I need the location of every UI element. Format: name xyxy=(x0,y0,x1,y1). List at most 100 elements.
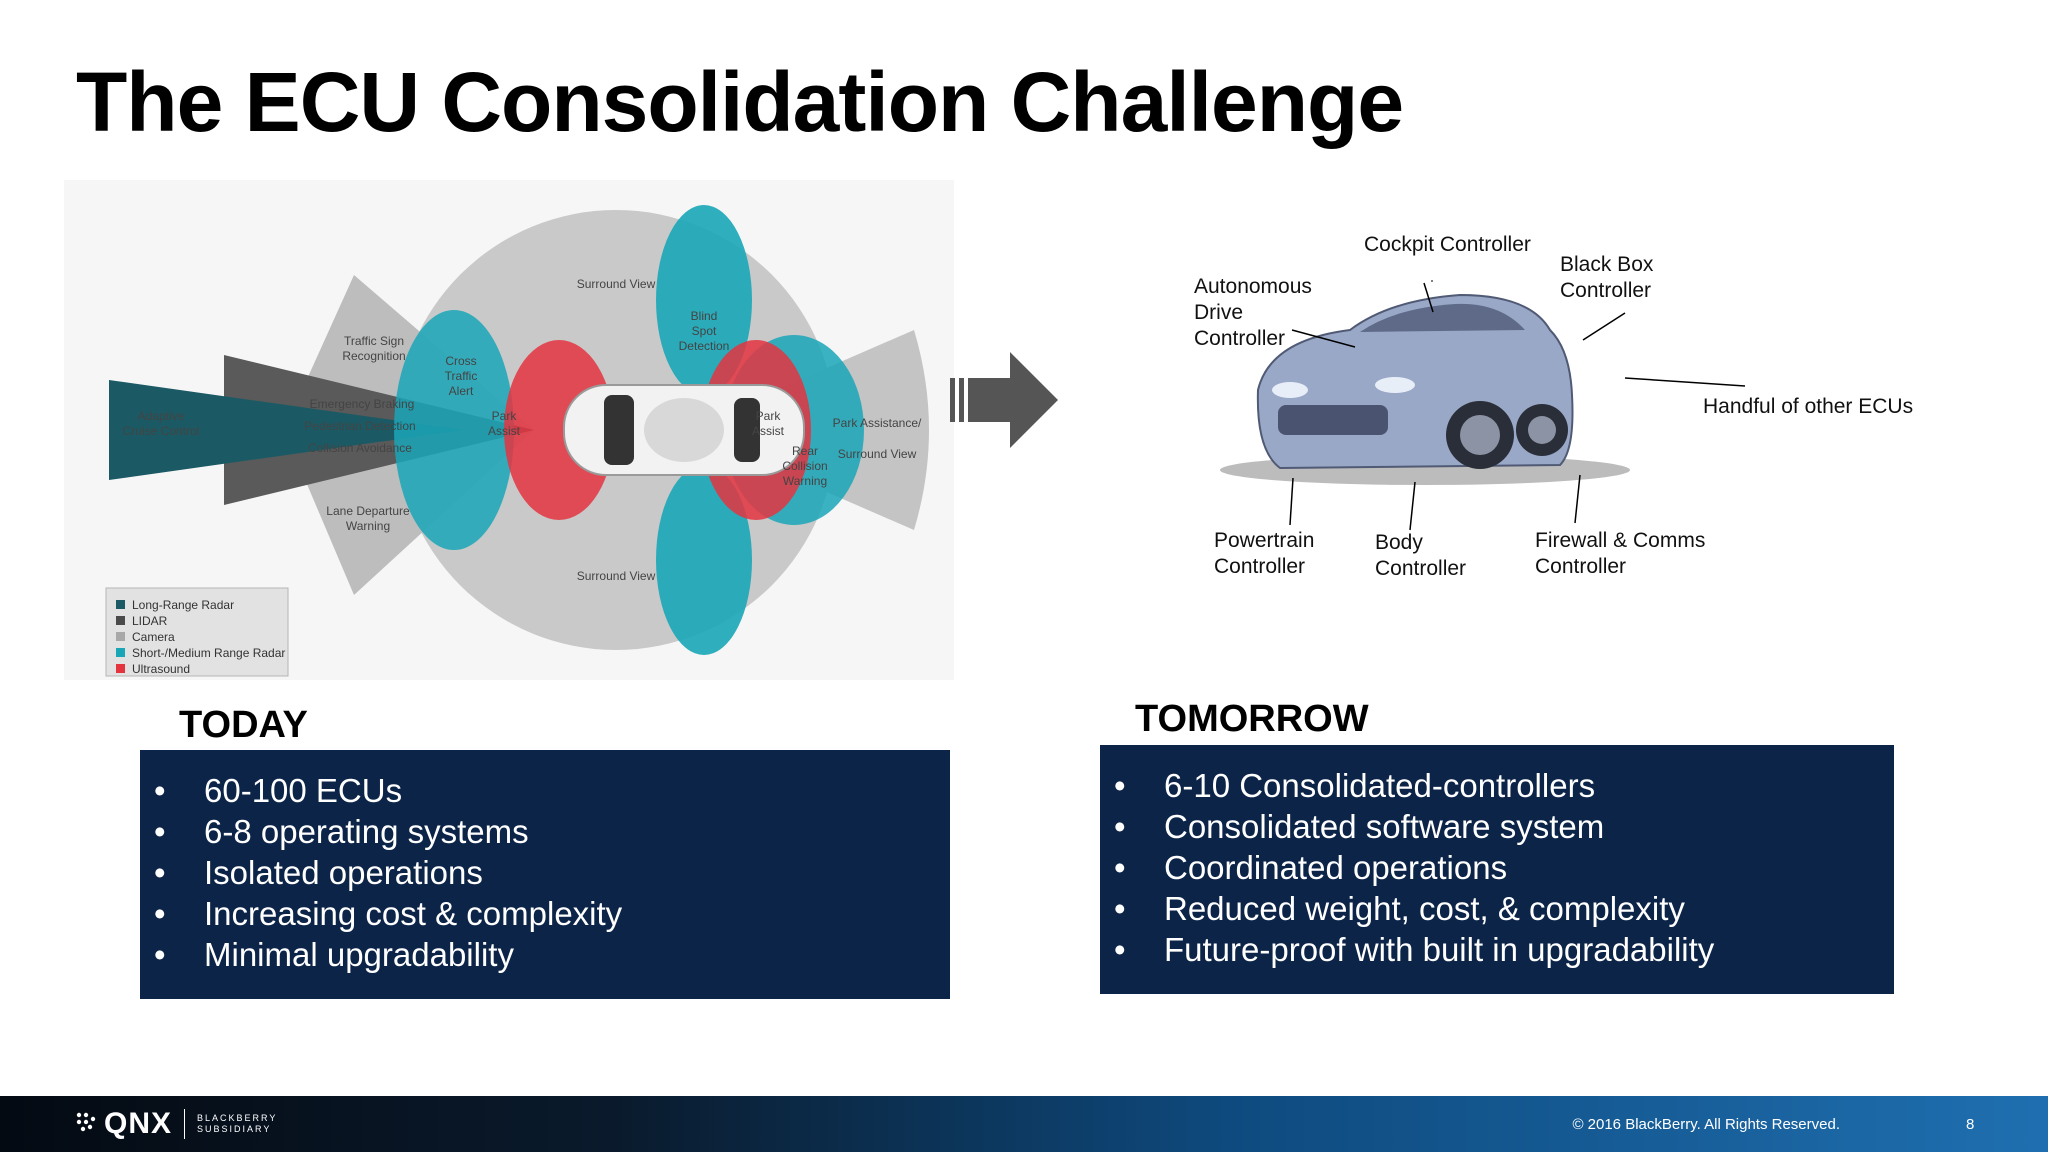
car-windows xyxy=(1360,303,1525,332)
label-black-box-controller: Black Box Controller xyxy=(1560,253,1654,302)
tomorrow-list: • 6-10 Consolidated-controllers • Consolid… xyxy=(1100,745,1894,970)
list-item-text: Minimal upgradability xyxy=(204,936,514,973)
bullet: • xyxy=(154,813,166,850)
legend-label: Ultrasound xyxy=(132,662,190,676)
logo-divider xyxy=(184,1109,186,1139)
bullet: • xyxy=(154,895,166,932)
copyright-text: © 2016 BlackBerry. All Rights Reserved. xyxy=(1572,1116,1840,1133)
park-assist-front-zone xyxy=(504,340,614,520)
page-title: The ECU Consolidation Challenge xyxy=(76,55,1404,149)
list-item: • 6-10 Consolidated-controllers xyxy=(1100,765,1894,806)
leader-cockpit xyxy=(1423,282,1434,313)
bullet: • xyxy=(154,772,166,809)
page-number: 8 xyxy=(1966,1116,1975,1133)
list-item-text: 60-100 ECUs xyxy=(204,772,403,809)
list-item: • Isolated operations xyxy=(140,852,950,893)
right-arrow-icon xyxy=(950,352,1058,448)
car-graphic xyxy=(1220,280,1746,531)
list-item-text: Increasing cost & complexity xyxy=(204,895,623,932)
list-item-text: 6-8 operating systems xyxy=(204,813,529,850)
list-item: • Increasing cost & complexity xyxy=(140,893,950,934)
zone-label-pedestrian: Pedestrian Detection xyxy=(304,419,415,433)
list-item: • Minimal upgradability xyxy=(140,934,950,975)
bullet: • xyxy=(154,854,166,891)
today-list: • 60-100 ECUs • 6-8 operating systems • Iso… xyxy=(140,750,950,975)
bullet: • xyxy=(154,936,166,973)
list-item-text: 6-10 Consolidated-controllers xyxy=(1164,767,1596,804)
list-item-text: Consolidated software system xyxy=(1164,808,1605,845)
blind-spot-zone-top xyxy=(656,205,752,395)
leader-black-box xyxy=(1582,312,1626,341)
list-item-text: Reduced weight, cost, & complexity xyxy=(1164,890,1685,927)
cross-traffic-zone xyxy=(394,310,514,550)
footer-bar: QNX BLACKBERRY SUBSIDIARY © 2016 BlackBe… xyxy=(0,1096,2048,1152)
legend-label: Long-Range Radar xyxy=(132,598,234,612)
car-rear-window xyxy=(734,398,760,462)
blackberry-dots-icon xyxy=(76,1112,96,1132)
leader-powertrain xyxy=(1289,477,1294,526)
car-roof xyxy=(644,398,724,462)
legend-label: Short-/Medium Range Radar xyxy=(132,646,285,660)
legend-swatch xyxy=(116,648,125,657)
label-autonomous-drive-controller: Autonomous Drive Controller xyxy=(1194,275,1312,350)
bullet: • xyxy=(1114,808,1126,845)
legend-label: LIDAR xyxy=(132,614,168,628)
label-powertrain-controller: Powertrain Controller xyxy=(1214,529,1315,578)
qnx-wordmark: QNX xyxy=(104,1107,173,1140)
legend-swatch xyxy=(116,632,125,641)
list-item: • Reduced weight, cost, & complexity xyxy=(1100,888,1894,929)
leader-handful xyxy=(1624,377,1746,387)
list-item: • Future-proof with built in upgradabilit… xyxy=(1100,929,1894,970)
today-heading: TODAY xyxy=(179,704,308,746)
car-grille xyxy=(1278,405,1388,435)
list-item: • Consolidated software system xyxy=(1100,806,1894,847)
tomorrow-box: • 6-10 Consolidated-controllers • Consolid… xyxy=(1100,745,1894,994)
list-item: • Coordinated operations xyxy=(1100,847,1894,888)
qnx-logo: QNX BLACKBERRY SUBSIDIARY xyxy=(76,1106,277,1142)
label-body-controller: Body Controller xyxy=(1375,531,1467,580)
label-cockpit-controller: Cockpit Controller xyxy=(1364,233,1531,256)
bullet: • xyxy=(1114,767,1126,804)
leader-body xyxy=(1409,481,1416,531)
legend-label: Camera xyxy=(132,630,175,644)
bullet: • xyxy=(1114,931,1126,968)
zone-label-collision: Collision Avoidance xyxy=(308,441,412,455)
leader-firewall xyxy=(1574,474,1581,524)
car-rim-rear xyxy=(1528,416,1556,444)
tomorrow-heading: TOMORROW xyxy=(1135,698,1369,740)
list-item: • 6-8 operating systems xyxy=(140,811,950,852)
bullet: • xyxy=(1114,890,1126,927)
legend-box xyxy=(105,587,289,677)
legend-swatch xyxy=(116,600,125,609)
label-handful-ecus: Handful of other ECUs xyxy=(1703,395,1914,418)
list-item-text: Future-proof with built in upgradability xyxy=(1164,931,1715,968)
zone-adaptive-line1: Adaptive xyxy=(138,409,185,423)
list-item: • 60-100 ECUs xyxy=(140,770,950,811)
legend-swatch xyxy=(116,664,125,673)
zone-adaptive-line2: Cruise Control xyxy=(123,424,200,438)
car-headlight-right xyxy=(1375,377,1415,393)
zone-label-surround-top: Surround View xyxy=(577,277,656,291)
car-rim-front xyxy=(1460,415,1500,455)
logo-subsidiary-text: BLACKBERRY SUBSIDIARY xyxy=(197,1113,278,1134)
label-firewall-comms-controller: Firewall & Comms Controller xyxy=(1535,529,1706,578)
zone-label-surround-bottom: Surround View xyxy=(577,569,656,583)
list-item-text: Coordinated operations xyxy=(1164,849,1508,886)
bullet: • xyxy=(1114,849,1126,886)
list-item-text: Isolated operations xyxy=(204,854,483,891)
car-windshield xyxy=(604,395,634,465)
leader-autonomous xyxy=(1291,329,1356,348)
legend-swatch xyxy=(116,616,125,625)
today-box: • 60-100 ECUs • 6-8 operating systems • Iso… xyxy=(140,750,950,999)
